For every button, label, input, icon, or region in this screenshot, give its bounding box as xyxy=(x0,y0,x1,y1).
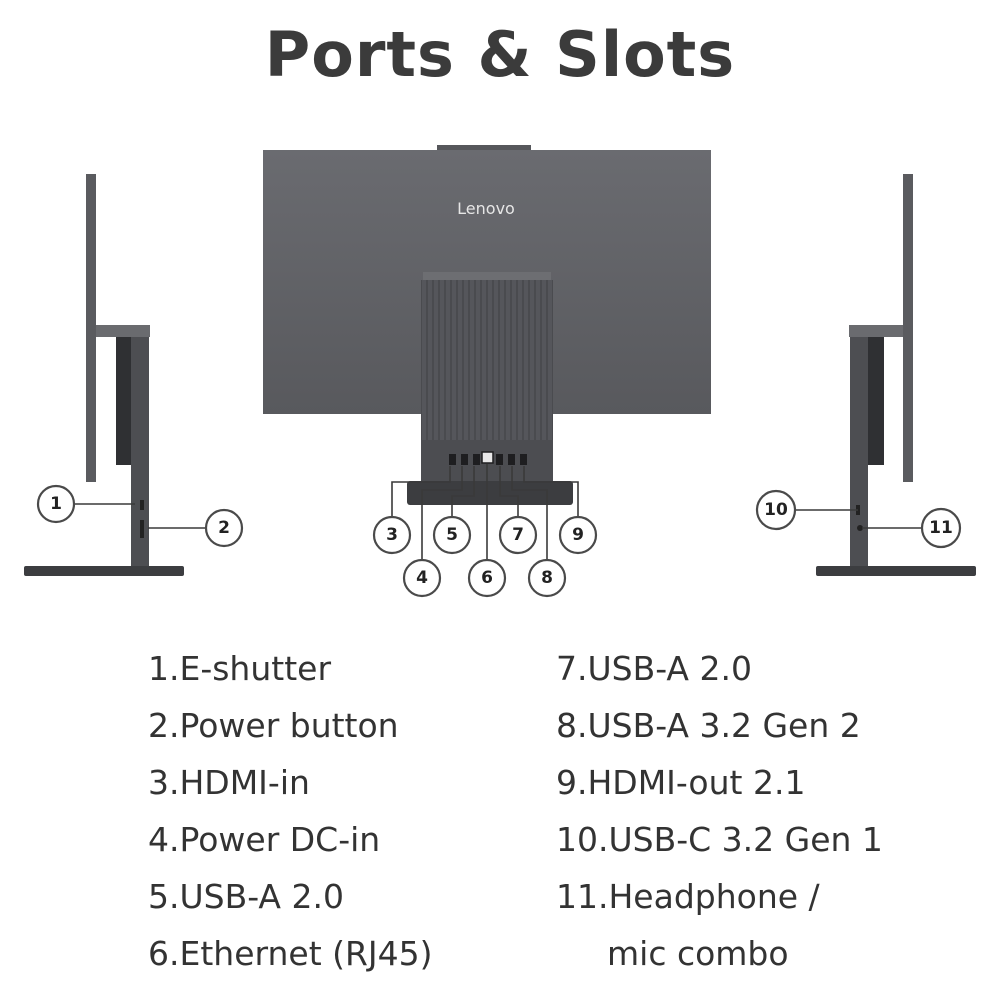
port-label-6: 6.Ethernet (RJ45) xyxy=(148,934,433,973)
camera-bar xyxy=(437,145,531,153)
left-side-view xyxy=(24,174,184,576)
left-display-edge xyxy=(86,174,96,482)
right-hinge xyxy=(849,325,903,337)
port-label-2: 2.Power button xyxy=(148,706,399,745)
svg-text:7: 7 xyxy=(512,525,524,545)
port-label-11: 11.Headphone / xyxy=(556,877,820,916)
callout-6: 6 xyxy=(467,558,507,598)
svg-text:10: 10 xyxy=(764,500,788,520)
port-label-3: 3.HDMI-in xyxy=(148,763,310,802)
port-usb-a-5 xyxy=(473,454,480,465)
callout-11: 11 xyxy=(920,507,962,549)
right-side-view xyxy=(816,174,976,576)
leader-lines xyxy=(74,464,922,560)
callout-9: 9 xyxy=(558,515,598,555)
port-list-left: 1.E-shutter 2.Power button 3.HDMI-in 4.P… xyxy=(148,640,433,982)
right-display-edge xyxy=(903,174,913,482)
port-dc-in xyxy=(461,454,468,465)
rear-base xyxy=(407,481,573,505)
callout-1: 1 xyxy=(36,484,76,524)
port-ethernet xyxy=(481,451,494,464)
port-usb-a-7 xyxy=(496,454,503,465)
callout-8: 8 xyxy=(527,558,567,598)
port-hdmi-in xyxy=(449,454,456,465)
callout-7: 7 xyxy=(498,515,538,555)
left-stand-column xyxy=(131,337,149,567)
callout-2: 2 xyxy=(204,508,244,548)
rear-view: Lenovo xyxy=(263,145,711,505)
svg-text:6: 6 xyxy=(481,568,493,588)
callout-10: 10 xyxy=(755,489,797,531)
port-label-5: 5.USB-A 2.0 xyxy=(148,877,344,916)
svg-text:5: 5 xyxy=(446,525,458,545)
power-button xyxy=(140,520,144,538)
svg-text:2: 2 xyxy=(218,518,230,538)
port-label-7: 7.USB-A 2.0 xyxy=(556,649,752,688)
port-label-11-continued: mic combo xyxy=(607,934,789,973)
svg-text:9: 9 xyxy=(572,525,584,545)
port-list-right: 7.USB-A 2.0 8.USB-A 3.2 Gen 2 9.HDMI-out… xyxy=(556,640,883,982)
left-hinge xyxy=(96,325,150,337)
port-label-4: 4.Power DC-in xyxy=(148,820,381,859)
e-shutter-slider xyxy=(140,500,144,510)
svg-text:4: 4 xyxy=(416,568,428,588)
left-base xyxy=(24,566,184,576)
callout-5: 5 xyxy=(432,515,472,555)
page-title: Ports & Slots xyxy=(264,18,736,91)
svg-text:1: 1 xyxy=(50,494,62,514)
right-stand-column xyxy=(850,337,868,567)
port-label-8: 8.USB-A 3.2 Gen 2 xyxy=(556,706,861,745)
left-rear-vent xyxy=(116,337,134,465)
svg-text:11: 11 xyxy=(929,518,953,538)
callout-4: 4 xyxy=(402,558,442,598)
right-rear-vent xyxy=(866,337,884,465)
brand-logo: Lenovo xyxy=(457,199,515,218)
port-label-1: 1.E-shutter xyxy=(148,649,332,688)
port-label-9: 9.HDMI-out 2.1 xyxy=(556,763,806,802)
callout-3: 3 xyxy=(372,515,412,555)
port-hdmi-out xyxy=(520,454,527,465)
port-label-10: 10.USB-C 3.2 Gen 1 xyxy=(556,820,883,859)
stand-hinge xyxy=(423,272,551,280)
svg-text:8: 8 xyxy=(541,568,553,588)
svg-text:3: 3 xyxy=(386,525,398,545)
port-usb-a-8 xyxy=(508,454,515,465)
product-illustration: Lenovo 1 2 3 xyxy=(24,145,976,598)
headphone-jack xyxy=(857,525,863,531)
right-base xyxy=(816,566,976,576)
